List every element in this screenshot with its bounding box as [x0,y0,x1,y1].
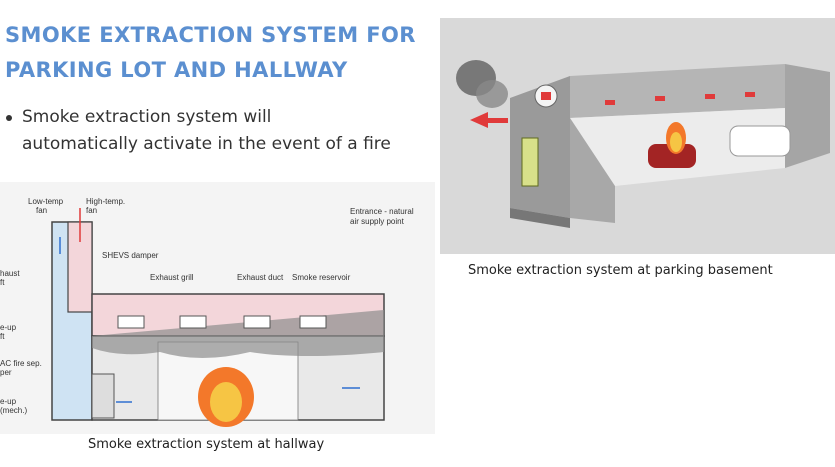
title-line-2: PARKING LOT AND HALLWAY [5,58,348,82]
white-van-icon [729,125,791,157]
label-hvac-2: per [0,368,12,377]
bullet-line-2: automatically activate in the event of a… [22,134,391,154]
label-makeup-mech-2: (mech.) [0,406,27,415]
label-smoke-reservoir: Smoke reservoir [292,273,351,282]
label-high-temp-fan-1: High-temp. [86,197,125,206]
hallway-smoke-diagram: Low-temp fan High-temp. fan SHEVS damper… [0,182,435,434]
label-entrance-2: air supply point [350,217,405,226]
label-exhaust-shaft-1: haust [0,269,20,278]
back-wall [785,64,830,168]
label-high-temp-fan-2: fan [86,206,97,215]
label-low-temp-fan-1: Low-temp [28,197,64,206]
label-hvac-1: AC fire sep. [0,359,42,368]
label-makeup-mech-1: e-up [0,397,17,406]
hallway-caption: Smoke extraction system at hallway [88,437,325,452]
label-makeup-shaft-2: ft [0,332,5,341]
label-exhaust-grill: Exhaust grill [150,273,194,282]
bullet-line-1: Smoke extraction system will [22,107,272,127]
parking-basement-illustration [440,18,835,254]
label-shevs-damper: SHEVS damper [102,251,159,260]
label-exhaust-shaft-2: ft [0,278,5,287]
burning-car-icon [648,144,696,168]
page-title: SMOKE EXTRACTION SYSTEM FOR PARKING LOT … [5,18,435,88]
label-makeup-shaft-1: e-up [0,323,17,332]
title-line-1: SMOKE EXTRACTION SYSTEM FOR [5,23,416,47]
label-exhaust-duct: Exhaust duct [237,273,284,282]
bullet-item: Smoke extraction system will automatical… [6,104,436,158]
bullet-dot-icon [6,115,12,121]
label-entrance-1: Entrance - natural [350,207,414,216]
label-low-temp-fan-2: fan [36,206,47,215]
parking-caption: Smoke extraction system at parking basem… [468,263,773,278]
extraction-arrow-icon [470,112,488,128]
ceiling-beam [570,64,785,118]
